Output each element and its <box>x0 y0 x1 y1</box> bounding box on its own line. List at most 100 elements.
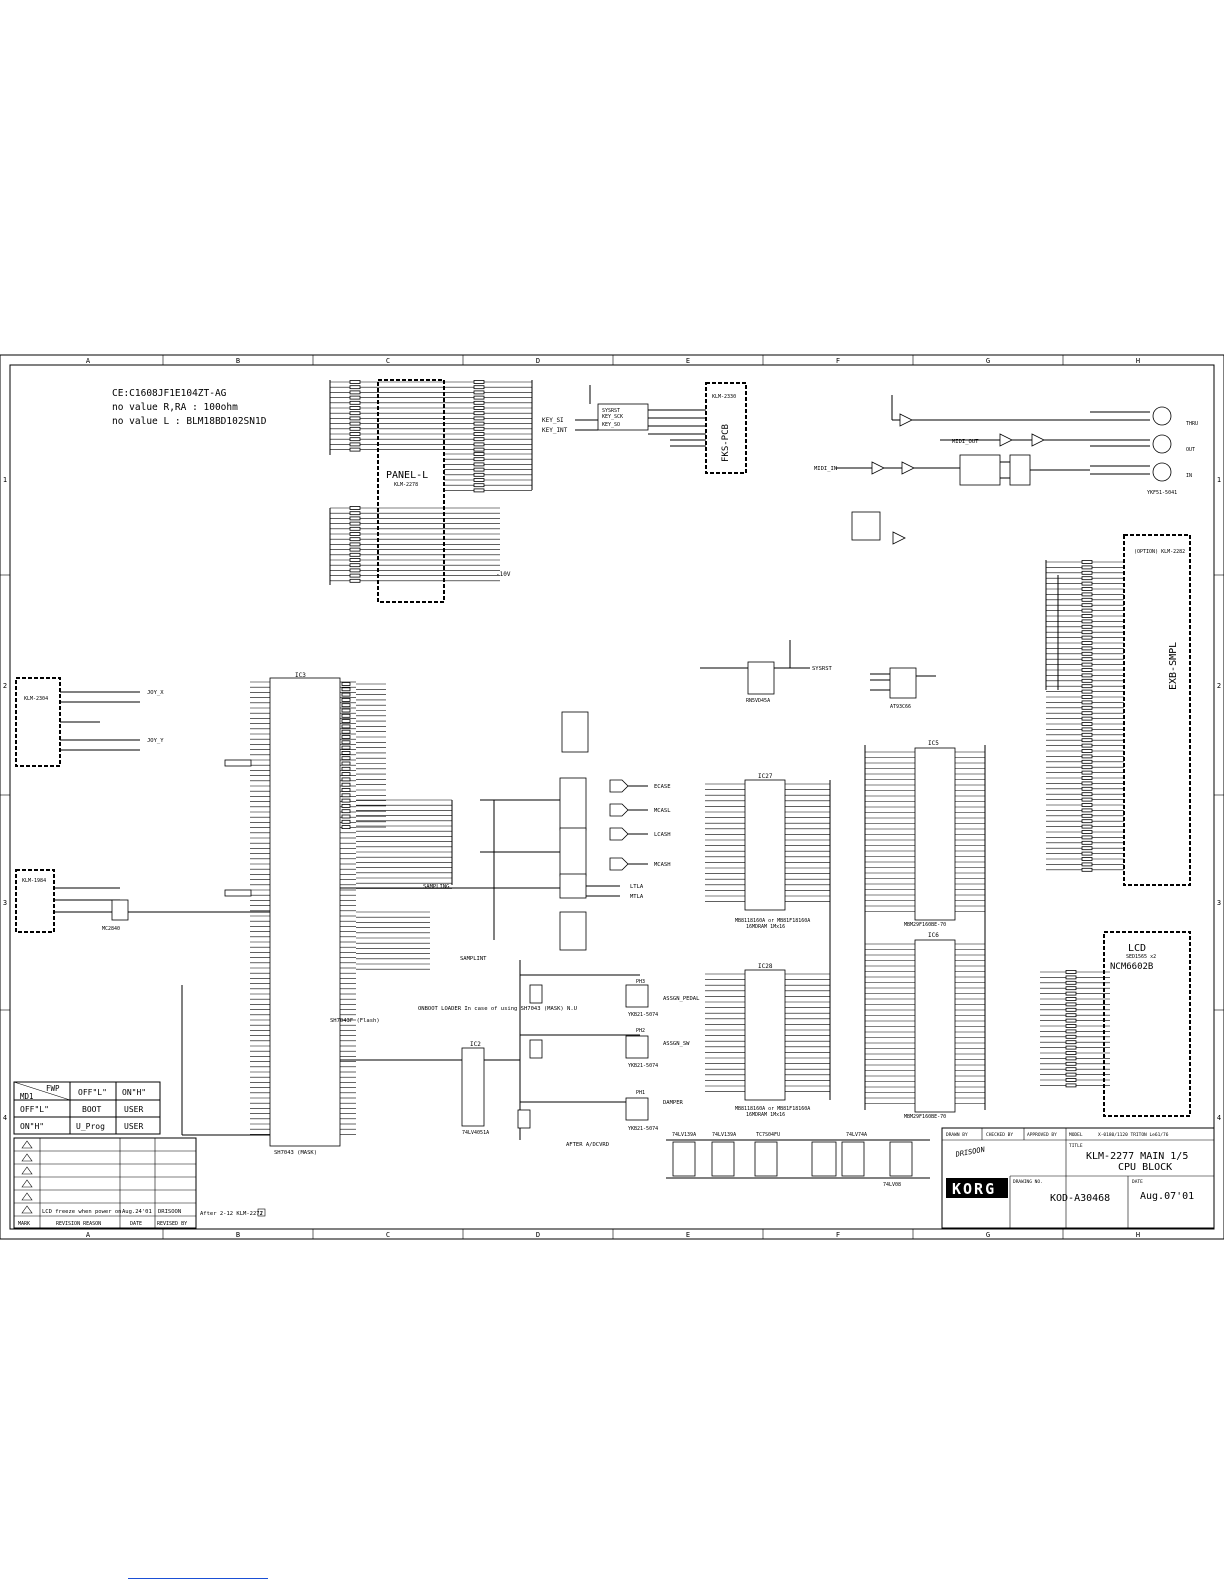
col-label-top: F <box>836 357 840 365</box>
resistor <box>349 416 361 421</box>
col-label-top: C <box>386 357 390 365</box>
resistor <box>341 793 351 798</box>
eeprom-part: AT93C66 <box>890 704 911 710</box>
resistor <box>473 447 485 452</box>
resistor <box>1065 975 1077 980</box>
resistor <box>349 532 361 536</box>
mode-md1: MD1 <box>20 1092 34 1101</box>
midi-out-label: MIDI_OUT <box>952 439 979 445</box>
resistor <box>473 380 485 384</box>
date-value: Aug.07'01 <box>1140 1191 1194 1202</box>
resistor <box>473 452 485 456</box>
dram-a-type: 16MDRAM 1Mx16 <box>746 924 785 930</box>
resistor <box>1081 700 1093 705</box>
col-label-bottom: D <box>536 1231 540 1239</box>
damper-label: DAMPER <box>663 1100 684 1106</box>
model-label: MODEL <box>1069 1132 1083 1138</box>
resistor <box>473 457 485 462</box>
mode-col1: OFF"L" <box>78 1088 107 1097</box>
resistor <box>473 488 485 493</box>
resistor <box>341 703 351 708</box>
resistor <box>341 745 351 750</box>
resistor <box>1081 695 1093 699</box>
resistor <box>1065 1078 1077 1082</box>
col-label-bottom: B <box>236 1231 240 1239</box>
bootloader-note: ONBOOT LOADER In case of using SH7043 (M… <box>418 1006 577 1012</box>
drawing-no-label: DRAWING NO. <box>1013 1179 1043 1185</box>
revision-after: After 2-12 KLM-2277 <box>200 1211 263 1217</box>
resistor <box>473 478 485 482</box>
panel-l-sub: KLM-2278 <box>394 482 418 488</box>
dram-ic27: IC27 MB8118160A or MB81F18160A 16MDRAM 1… <box>735 773 810 930</box>
date-label: DATE <box>1132 1179 1143 1185</box>
resistor <box>1081 635 1093 640</box>
resistor <box>473 421 485 426</box>
mode-col2: ON"H" <box>122 1088 146 1097</box>
pedal-jacks <box>625 984 649 1121</box>
mode-row2-label: ON"H" <box>20 1122 44 1131</box>
sysrst-label: SYSRST <box>602 408 620 414</box>
resistor <box>1081 668 1093 672</box>
resistor <box>473 395 485 400</box>
resistor <box>1065 1056 1077 1061</box>
resistor <box>1081 662 1093 667</box>
note-r: no value R,RA : 100ohm <box>112 402 238 413</box>
resistor <box>1081 813 1093 818</box>
flash-lines <box>864 745 986 1110</box>
resistor <box>341 698 351 702</box>
joystick-connector: KLM-2304 <box>15 677 140 767</box>
resistor <box>473 416 485 421</box>
resistor <box>1065 1072 1077 1077</box>
resistor <box>349 395 361 400</box>
title-block: DRAWN BY CHECKED BY APPROVED BY MODEL X-… <box>941 1127 1215 1229</box>
resistor <box>1081 576 1093 581</box>
lcd-sub: SED1565 x2 <box>1126 954 1156 960</box>
resistor <box>341 713 351 718</box>
resistor <box>1081 641 1093 645</box>
resistor <box>1065 1034 1077 1039</box>
mc2840-label: MC2840 <box>102 926 120 932</box>
ic5-ref: IC5 <box>928 740 939 747</box>
resistor <box>341 719 351 723</box>
resistor <box>349 563 361 568</box>
resistor <box>473 467 485 472</box>
resistor <box>1081 862 1093 867</box>
jack-ph1: PH1 <box>636 1090 645 1096</box>
joy-conn-name: KLM-2304 <box>24 696 48 702</box>
resistor <box>1081 624 1093 629</box>
resistor <box>1081 727 1093 732</box>
resistor <box>473 390 485 395</box>
mode-row1-b: USER <box>124 1105 143 1114</box>
resistor <box>1081 857 1093 861</box>
resistor <box>341 777 351 782</box>
flash-b-part: MBM29F160BE-70 <box>904 1114 946 1120</box>
resistor <box>1081 608 1093 613</box>
drawn-signature: DRISOON <box>954 1146 986 1159</box>
jack-ph3: PH3 <box>636 979 645 985</box>
flash-ic5: IC5 MBM29F160BE-70 <box>904 740 956 928</box>
row-label-left: 4 <box>3 1114 7 1122</box>
resistor <box>1081 603 1093 608</box>
jack-ph2-part: YKB21-5074 <box>628 1063 658 1069</box>
analog-mux-ic2: IC2 74LV4051A <box>340 960 640 1140</box>
data-bus <box>341 682 453 970</box>
midi-in-label: MIDI_IN <box>814 466 837 472</box>
model-value: X-0180/1120 TRITON Le61/76 <box>1098 1132 1169 1138</box>
resistor <box>1065 1018 1077 1023</box>
ic6-ref: IC6 <box>928 932 939 939</box>
gate-tc7s04: TC7S04FU <box>756 1132 780 1138</box>
resistor <box>349 506 361 510</box>
resistor <box>349 552 361 557</box>
resistor <box>1081 657 1093 662</box>
key-si-label: KEY_SI <box>542 417 564 424</box>
resistor <box>349 385 361 390</box>
approved-by-label: APPROVED BY <box>1027 1132 1057 1138</box>
ic3-ref: IC3 <box>295 672 306 679</box>
resistor <box>341 788 351 792</box>
resistor <box>1065 1007 1077 1012</box>
joy-y-label: JOY_Y <box>147 738 164 744</box>
resistor <box>341 682 351 686</box>
resistor <box>1081 792 1093 797</box>
resistor <box>341 756 351 761</box>
